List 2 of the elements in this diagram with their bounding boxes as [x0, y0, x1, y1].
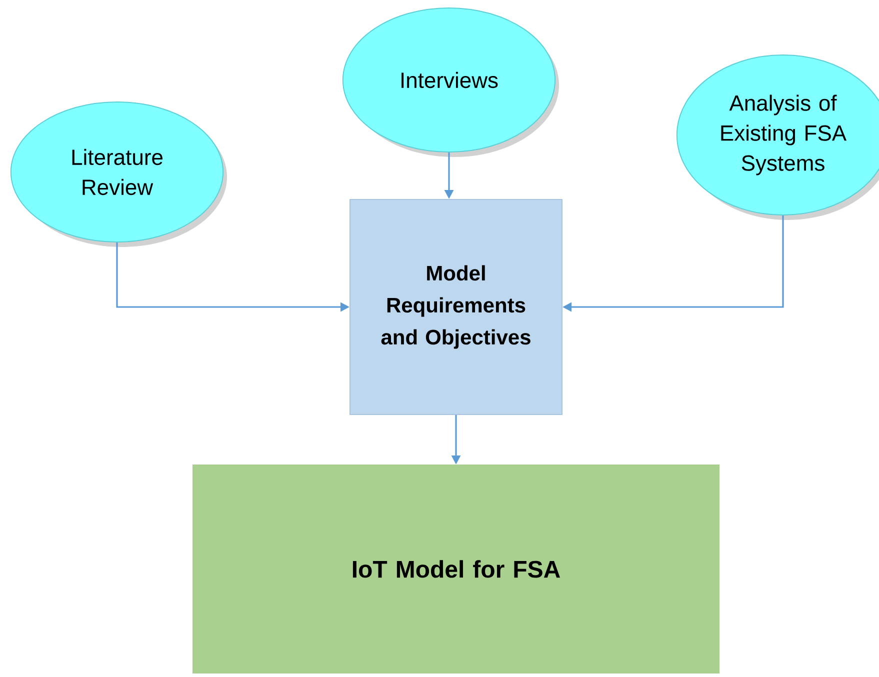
process-box: IoT Model for FSA	[192, 464, 720, 674]
process-box: Model Requirements and Objectives	[350, 198, 562, 415]
